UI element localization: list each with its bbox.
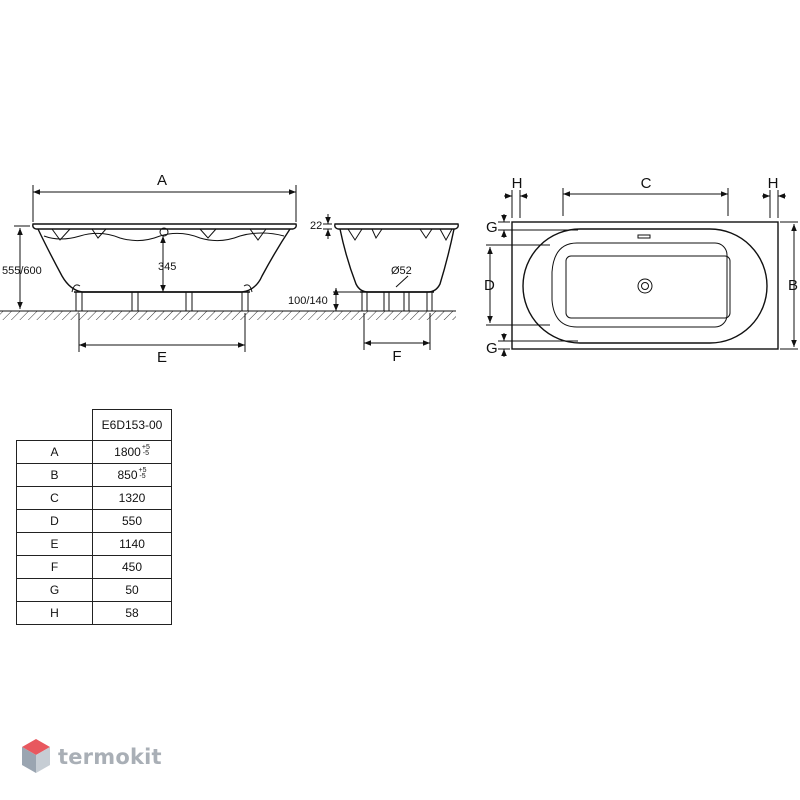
- tolerance-plus: +5: [138, 467, 147, 474]
- label-G-top: G: [486, 219, 498, 236]
- dimension-value: 58: [92, 601, 172, 625]
- table-row: E 1140: [16, 532, 172, 556]
- dimension-value-text: 1800: [114, 445, 141, 459]
- table-row: C 1320: [16, 486, 172, 510]
- floor-hatch-side: [310, 311, 456, 320]
- dimension-value: 550: [92, 509, 172, 533]
- dimension-value: 1320: [92, 486, 172, 510]
- tolerance: +5-5: [138, 467, 147, 480]
- dimension-value-text: 550: [121, 514, 143, 528]
- label-D: D: [484, 277, 495, 294]
- dimension-value: 1140: [92, 532, 172, 556]
- front-feet: [71, 284, 253, 312]
- top-view: C H H B D G G: [484, 175, 798, 357]
- label-B: B: [788, 277, 798, 294]
- tolerance-minus: -5: [142, 450, 149, 457]
- label-feet-height: 100/140: [288, 295, 328, 307]
- cube-icon: [22, 739, 50, 773]
- table-row: D 550: [16, 509, 172, 533]
- label-E: E: [157, 349, 167, 366]
- dimension-key: H: [16, 601, 93, 625]
- table-header-row: E6D153-00: [16, 409, 172, 441]
- front-view: A 555/600 345 E: [0, 172, 310, 366]
- dimension-key: B: [16, 463, 93, 487]
- label-height: 555/600: [2, 265, 42, 277]
- floor-hatch: [0, 311, 310, 320]
- dimension-value: 50: [92, 578, 172, 602]
- dimension-key: C: [16, 486, 93, 510]
- dimension-key: D: [16, 509, 93, 533]
- logo-text: termokit: [58, 745, 162, 769]
- dimension-value-text: 50: [125, 583, 139, 597]
- label-H-right: H: [768, 175, 779, 192]
- label-inner-depth: 345: [158, 261, 176, 273]
- table-row: G 50: [16, 578, 172, 602]
- side-view: Ø52 22 100/140 F: [288, 214, 459, 365]
- dimension-value-text: 1140: [119, 537, 145, 551]
- label-A-front: A: [157, 172, 167, 189]
- dimension-value: 450: [92, 555, 172, 579]
- label-G-bottom: G: [486, 340, 498, 357]
- dimension-value-text: 850: [117, 468, 138, 482]
- dimension-value: 1800+5-5: [92, 440, 172, 464]
- table-corner: [16, 409, 93, 441]
- model-header: E6D153-00: [92, 409, 172, 441]
- label-C: C: [641, 175, 652, 192]
- table-row: H 58: [16, 601, 172, 625]
- tolerance: +5-5: [141, 444, 150, 457]
- label-H-left: H: [512, 175, 523, 192]
- dimension-value-text: 450: [121, 560, 143, 574]
- tolerance-minus: -5: [139, 473, 146, 480]
- table-row: F 450: [16, 555, 172, 579]
- label-drain: Ø52: [391, 265, 412, 277]
- dimension-key: A: [16, 440, 93, 464]
- tolerance-plus: +5: [141, 444, 150, 451]
- dimension-value-text: 1320: [118, 491, 146, 505]
- side-feet: [361, 291, 433, 312]
- label-rim: 22: [310, 220, 322, 232]
- dimension-value: 850+5-5: [92, 463, 172, 487]
- dimension-value-text: 58: [125, 606, 139, 620]
- dimension-key: E: [16, 532, 93, 556]
- dimension-key: G: [16, 578, 93, 602]
- label-F: F: [392, 348, 401, 365]
- technical-drawing: A 555/600 345 E Ø52: [0, 172, 798, 366]
- termokit-logo: termokit: [22, 737, 162, 777]
- dimension-key: F: [16, 555, 93, 579]
